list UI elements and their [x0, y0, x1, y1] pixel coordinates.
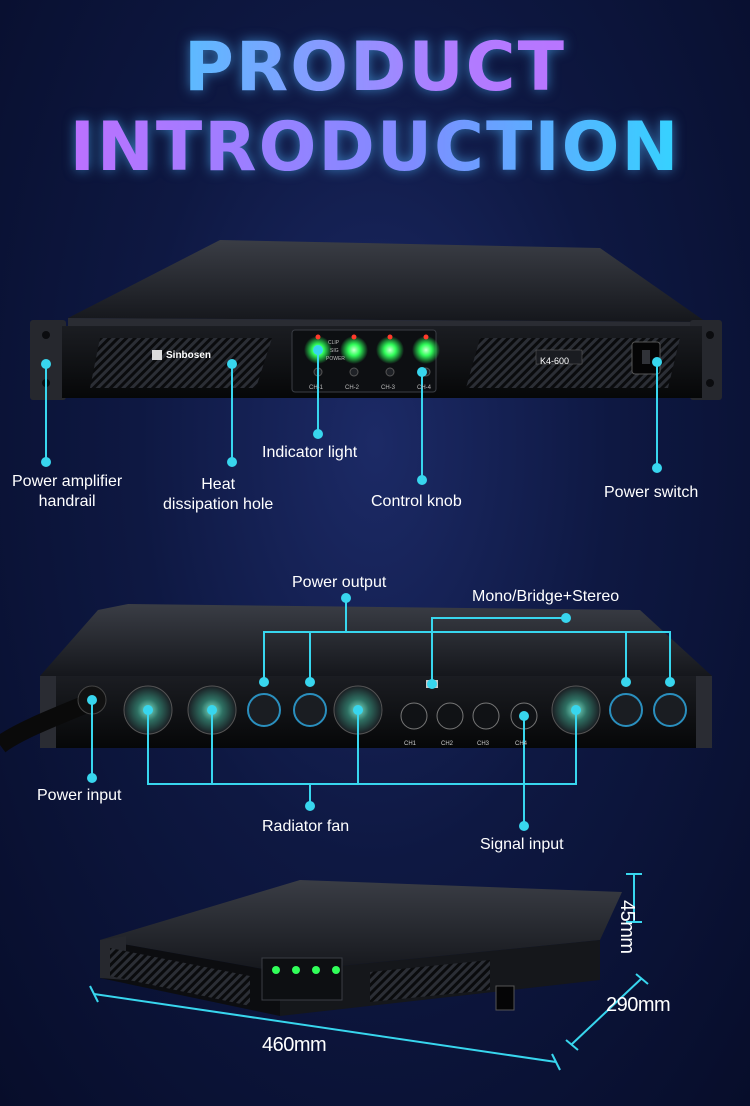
dimension-lines — [89, 873, 649, 1071]
channel-label-2: CH-2 — [345, 385, 360, 391]
callout-mono-bridge: Mono/Bridge+Stereo — [472, 588, 620, 605]
dimension-depth: 290mm — [606, 994, 671, 1016]
sig-text: SIG — [330, 348, 339, 354]
title-product: PRODUCT — [0, 28, 750, 107]
callout-power-output: Power output — [292, 574, 387, 591]
channel-label-1: CH-1 — [309, 385, 324, 391]
callout-radiator-fan: Radiator fan — [262, 818, 350, 835]
rear-ch2-label: CH2 — [441, 741, 454, 747]
title-introduction: INTRODUCTION — [0, 108, 750, 187]
callout-handrail: Power amplifier handrail — [12, 473, 123, 510]
rear-ch1-label: CH1 — [404, 741, 417, 747]
callout-control-knob: Control knob — [371, 493, 462, 510]
channel-label-3: CH-3 — [381, 385, 396, 391]
rear-ch4-label: CH4 — [515, 741, 528, 747]
power-text: POWER — [326, 356, 345, 362]
front-callouts — [41, 345, 662, 485]
dimension-amplifier-unit — [100, 880, 622, 1016]
channel-label-4: CH-4 — [417, 385, 432, 391]
callout-power-switch: Power switch — [604, 484, 699, 501]
callout-signal-input: Signal input — [480, 836, 564, 853]
clip-text: CLIP — [328, 340, 340, 346]
model-label: K4-600 — [540, 356, 570, 366]
rear-ch3-label: CH3 — [477, 741, 490, 747]
front-amplifier-unit — [30, 240, 722, 400]
brand-logo-text: Sinbosen — [166, 350, 212, 361]
callout-heat-dissipation: Heat dissipation hole — [163, 476, 274, 513]
dimension-width: 460mm — [262, 1034, 327, 1056]
rear-callouts — [87, 593, 675, 831]
callout-power-input: Power input — [37, 787, 122, 804]
rear-amplifier-unit — [0, 604, 712, 753]
callout-indicator-light: Indicator light — [262, 444, 358, 461]
dimension-height: 45mm — [616, 900, 638, 954]
